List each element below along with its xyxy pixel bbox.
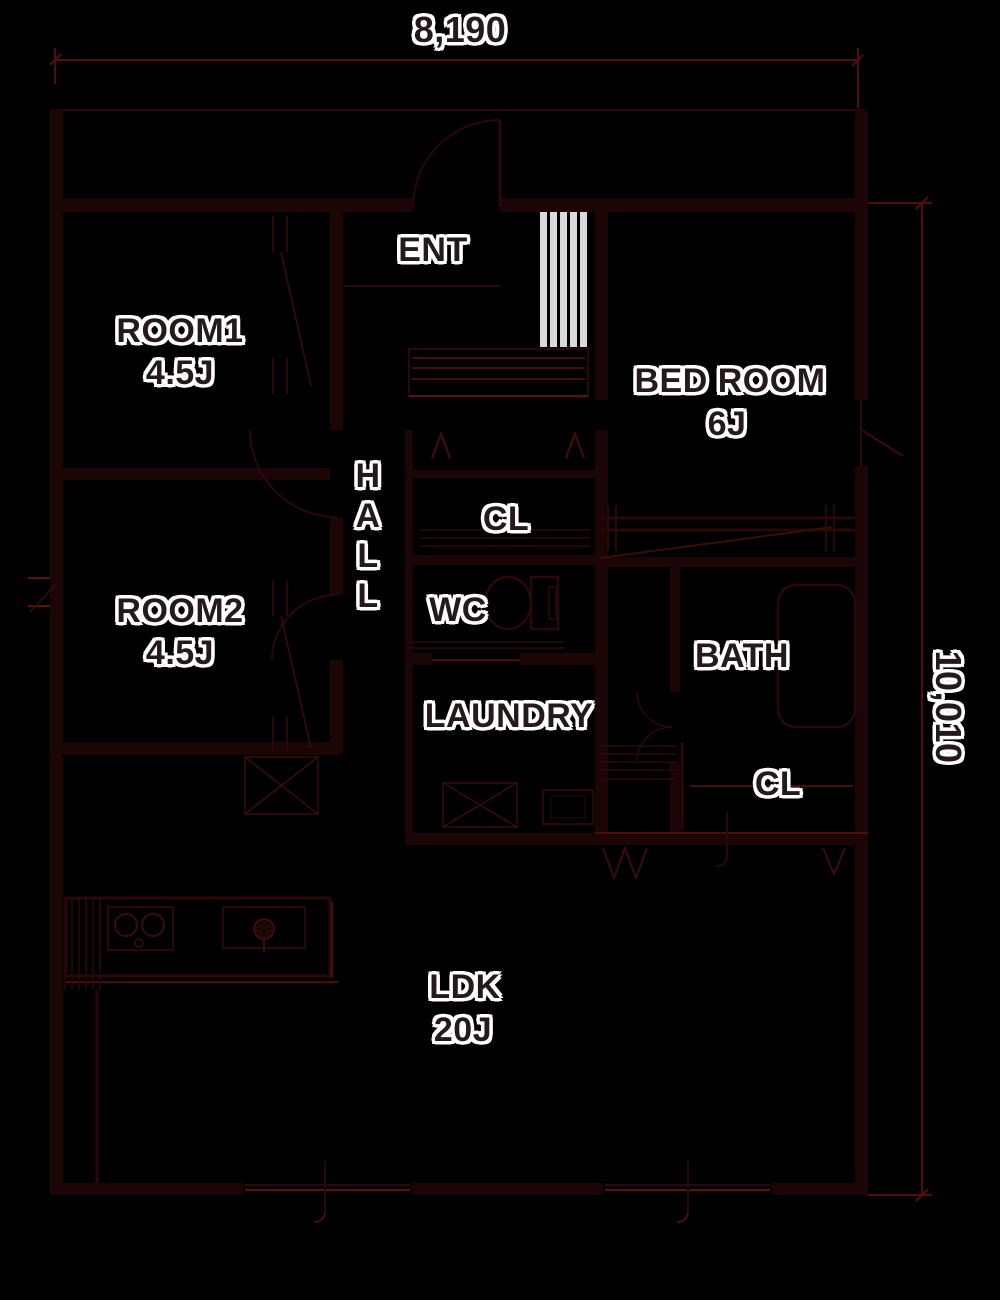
room1-closet	[272, 216, 312, 394]
outer-walls	[50, 109, 868, 1195]
bath-door-arcs	[636, 691, 673, 763]
closet-lower-shelves	[600, 742, 853, 830]
room-size-room1: 4.5J	[145, 354, 215, 392]
room-label-room2: ROOM2	[116, 592, 244, 630]
bedroom-window	[853, 400, 904, 466]
bedroom-closet	[599, 505, 855, 559]
refrigerator-box	[244, 756, 319, 815]
bathtub-icon	[776, 583, 857, 729]
dimension-width-label: 8,190	[413, 9, 507, 50]
washer-icon	[442, 782, 594, 828]
room-label-closet-lower: CL	[754, 765, 802, 803]
entrance-door-arc	[412, 119, 502, 208]
closet-upper-shelves	[420, 430, 590, 547]
dimension-lines	[49, 48, 932, 1202]
room-size-room2: 4.5J	[145, 634, 215, 672]
room-label-hall: H A L L	[355, 457, 381, 615]
dimension-height-label: 10,010	[928, 650, 969, 764]
room-label-bedroom: BED ROOM	[634, 362, 826, 400]
room2-closet	[272, 580, 312, 752]
ldk-windows	[245, 1161, 770, 1223]
room-label-laundry: LAUNDRY	[424, 697, 594, 735]
shoe-cabinet	[540, 212, 587, 347]
room-label-closet-upper: CL	[482, 500, 530, 538]
room-label-bath: BATH	[695, 637, 789, 675]
room-label-ldk: LDK	[429, 968, 501, 1006]
room-label-ent: ENT	[398, 231, 468, 269]
entrance-step	[343, 285, 589, 397]
hall-door-arcs	[249, 429, 338, 661]
room-label-room1: ROOM1	[116, 312, 244, 350]
room-size-ldk: 20J	[433, 1011, 493, 1049]
kitchen-counter	[64, 896, 338, 1183]
toilet-icon	[408, 575, 565, 661]
opening-direction-marks	[602, 812, 846, 881]
room-size-bedroom: 6J	[707, 405, 747, 443]
room-label-wc: WC	[429, 591, 487, 629]
room2-vent-marks	[28, 577, 56, 613]
